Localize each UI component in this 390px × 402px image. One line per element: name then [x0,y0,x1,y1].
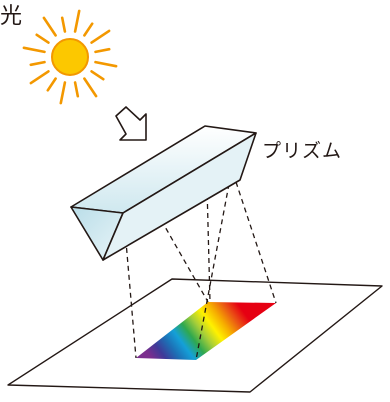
sun-ray [94,47,111,54]
sun-ray [35,33,50,44]
sun-ray [73,9,81,33]
sun-ray [46,77,57,92]
sun-rays [22,9,118,105]
sun-ray [90,70,105,81]
sun-ray [73,81,80,98]
sun-ray [22,46,46,54]
sun-icon [51,38,89,76]
sun-ray [94,60,118,68]
sun-ray [90,29,111,44]
sun-ray [60,16,67,33]
light-direction-arrow [115,106,147,141]
sun-ray [29,70,50,85]
prism-label: プリズム [262,140,343,162]
light-label: 光 [0,4,23,29]
sun-ray [59,81,67,105]
spectrum-band [136,302,276,360]
prism [70,125,257,261]
sun-ray [83,22,94,37]
sun-ray [29,60,46,67]
sun-ray [42,16,57,37]
sun-ray [83,77,98,98]
prism-side-face [102,132,257,261]
